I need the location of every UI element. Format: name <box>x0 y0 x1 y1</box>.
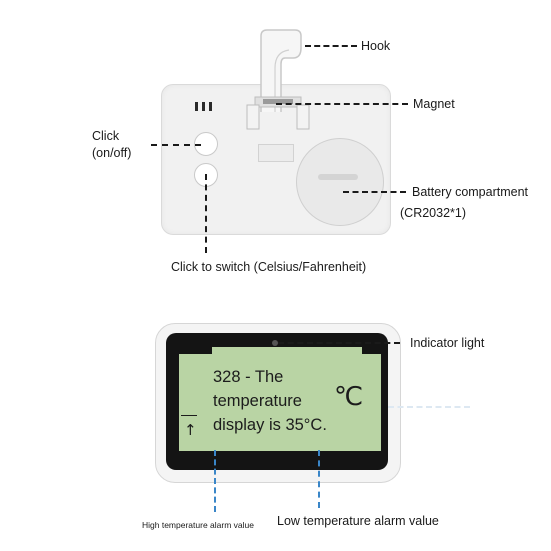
high-alarm-leader <box>214 450 216 512</box>
hook-leader <box>305 45 357 47</box>
high-alarm-arrow-icon: ↑ <box>184 421 197 439</box>
hook-label: Hook <box>361 39 391 53</box>
indicator-leader <box>278 342 400 344</box>
magnet-label: Magnet <box>413 97 455 111</box>
vent-slot <box>195 102 198 111</box>
celsius-unit-icon: ℃ <box>334 381 364 411</box>
indicator-light <box>272 340 278 346</box>
battery-coin-slot <box>318 174 358 180</box>
click-label: Click <box>92 129 120 143</box>
magnet-clip <box>246 96 310 130</box>
vent-slot <box>202 102 205 111</box>
battery-type-label: (CR2032*1) <box>400 206 467 220</box>
battery-leader <box>343 191 406 193</box>
battery-compartment[interactable] <box>296 138 384 226</box>
alarm-bar <box>181 415 197 416</box>
magnet-leader <box>276 103 408 105</box>
switch-leader <box>205 174 207 253</box>
lcd-segment <box>212 347 362 357</box>
hook-icon <box>260 29 302 112</box>
battery-label: Battery compartment <box>412 185 529 199</box>
switch-label: Click to switch (Celsius/Fahrenheit) <box>171 260 367 274</box>
display-caption: 328 - The temperature display is 35°C. <box>213 368 327 434</box>
vent-slot <box>209 102 212 111</box>
low-alarm-leader <box>318 450 320 508</box>
low-alarm-label: Low temperature alarm value <box>277 514 439 528</box>
lcd-screen <box>179 354 381 451</box>
unit-leader <box>388 406 470 408</box>
on-off-label: (on/off) <box>92 146 132 160</box>
click-leader <box>151 144 201 146</box>
high-alarm-label: High temperature alarm value <box>142 520 254 530</box>
indicator-label: Indicator light <box>410 336 485 350</box>
back-window <box>258 144 294 162</box>
